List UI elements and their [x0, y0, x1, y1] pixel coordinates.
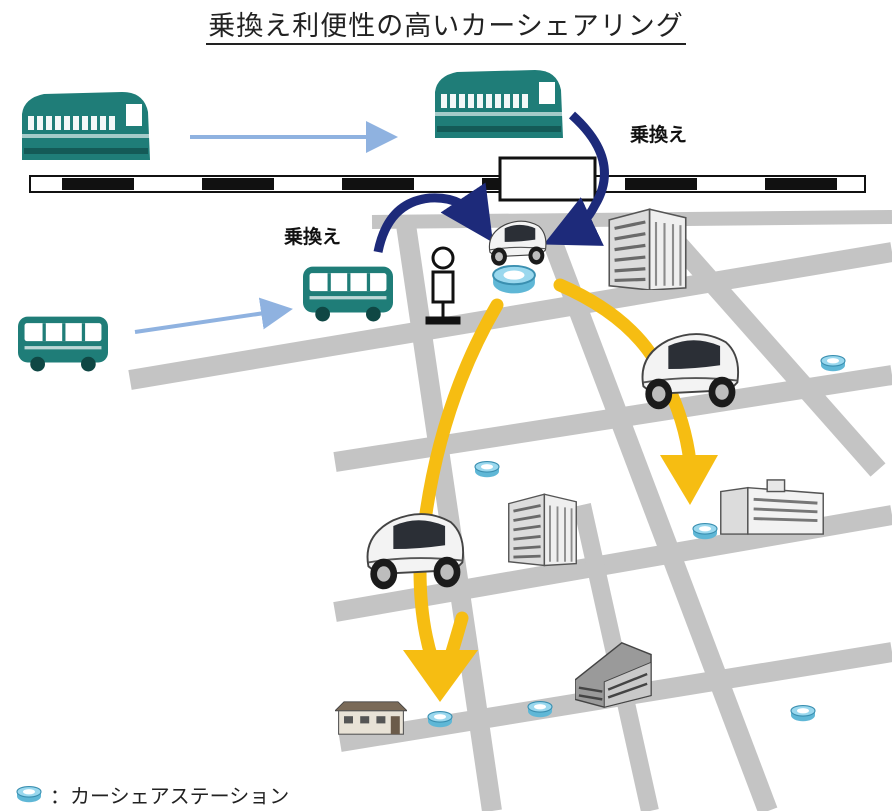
- train-transfer-arrow: [543, 111, 609, 246]
- house-icon: [335, 701, 407, 735]
- bus-travel-arrow: [134, 297, 293, 334]
- legend-label: ：カーシェアステーション: [50, 783, 290, 808]
- train-transfer-label: 乗換え: [630, 124, 688, 146]
- train-icon: [435, 70, 563, 138]
- bus-icon: [18, 314, 108, 374]
- road: [395, 216, 502, 811]
- apartment-building-icon: [607, 207, 688, 290]
- road: [128, 242, 892, 390]
- railway-track: [29, 175, 866, 193]
- road: [535, 218, 778, 811]
- person-icon: [425, 246, 461, 325]
- apartment-building-icon: [507, 492, 578, 567]
- car-share-station-icon: [790, 704, 816, 722]
- car-share-station-icon: [527, 700, 553, 718]
- car-share-station-icon: [820, 354, 846, 372]
- diagram-title: 乗換え利便性の高いカーシェアリング: [0, 4, 892, 45]
- legend: ：カーシェアステーション: [14, 780, 289, 808]
- car-share-station-icon: [16, 785, 42, 803]
- station-platform: [498, 156, 597, 202]
- bus-transfer-label: 乗換え: [284, 226, 342, 248]
- car-share-station-icon: [491, 264, 537, 295]
- route-arrowhead: [660, 455, 718, 505]
- road: [647, 211, 886, 477]
- compact-ev-icon: [488, 220, 547, 267]
- modern-building-icon: [575, 641, 653, 709]
- train-icon: [22, 92, 150, 160]
- office-building-icon: [719, 478, 825, 536]
- bus-icon: [303, 264, 393, 324]
- route-arrowhead: [403, 650, 478, 702]
- car-share-station-icon: [474, 460, 500, 478]
- car-share-station-icon: [427, 710, 453, 728]
- bus-transfer-arrow: [373, 182, 493, 253]
- car-share-station-icon: [692, 522, 718, 540]
